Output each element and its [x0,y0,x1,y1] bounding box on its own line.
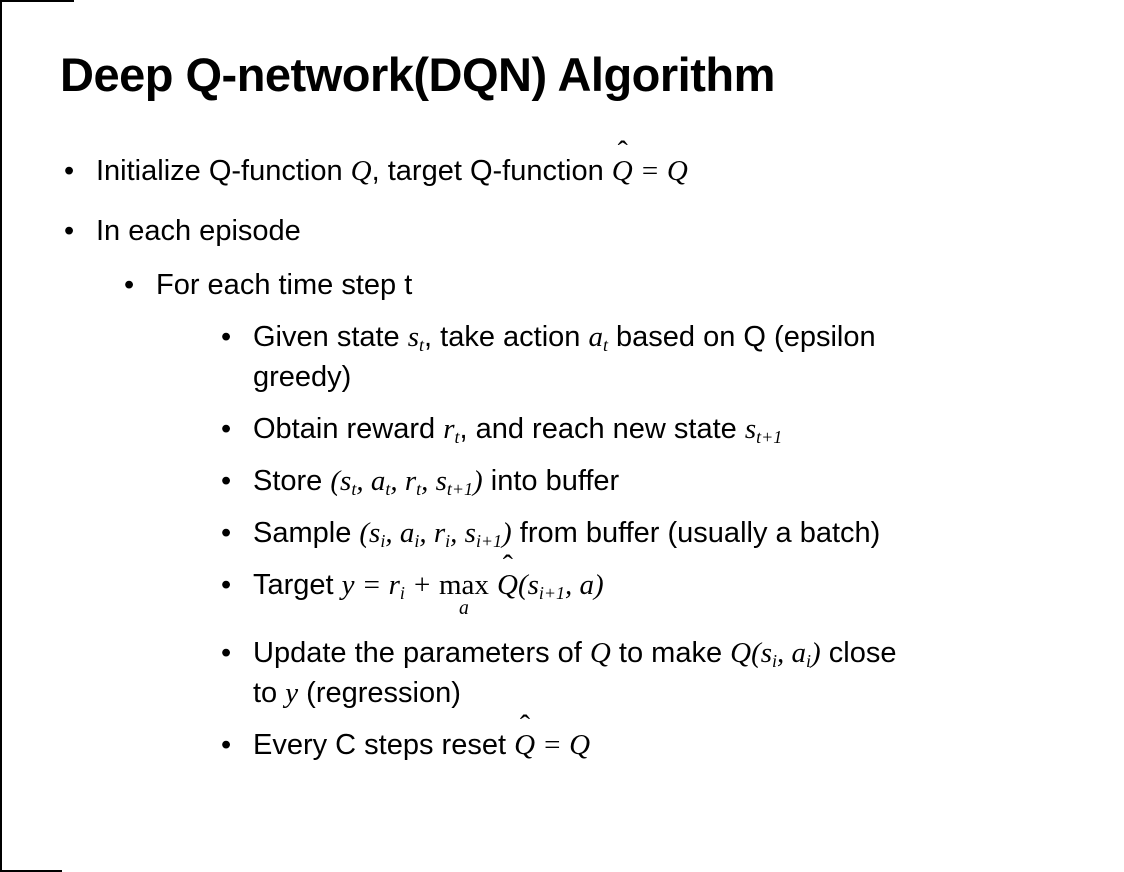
math-run: = Q [632,155,688,188]
bullet-icon: • [124,269,135,302]
text-run: to [253,677,286,710]
text-run: , and reach new state [459,413,745,446]
math-run: st+1 [744,413,783,448]
slide-title: Deep Q-network(DQN) Algorithm [60,48,775,101]
bullet-icon: • [221,465,232,498]
bullet-text: Obtain reward rt, and reach new state st… [253,409,1124,449]
bullet-item: • Update the parameters of Q to make Q(si… [0,633,1124,713]
text-run: Initialize Q-function [96,155,351,188]
math-run: rt [443,413,460,448]
bullet-item: • Initialize Q-function Q, target Q-funct… [0,135,1124,191]
hat-accent: ˆ [519,709,531,744]
math-run: Q [350,155,372,188]
bullet-item: • Obtain reward rt, and reach new state s… [0,409,1124,449]
math-run: Q [589,637,611,670]
math-run: y [285,677,299,710]
hat-accent: ˆ [617,135,628,170]
text-run: Update the parameters of [253,637,590,670]
bullet-icon: • [221,413,232,446]
text-run: based on Q (epsilon [607,321,876,354]
text-run [489,569,497,601]
text-run: In each episode [96,215,301,248]
slide-frame-bottom [0,870,62,872]
bullet-icon: • [221,569,232,602]
bullet-item: • In each episode [0,211,1124,251]
text-run: Given state [253,321,408,354]
bullet-item: • Given state st, take action at based on… [0,317,1124,397]
bullet-text: For each time step t [156,265,1124,305]
text-run: close [820,637,897,670]
bullet-list: •Initialize Q-function Q, target Q-funct… [0,135,1124,765]
bullet-item: • Sample (si, ai, ri, si+1) from buffer (… [0,513,1124,553]
math-run: = Q [535,729,591,762]
bullet-icon: • [64,155,75,188]
bullet-text: Store (st, at, rt, st+1) into buffer [253,461,1124,501]
bullet-item: • Store (st, at, rt, st+1) into buffer [0,461,1124,501]
bullet-icon: • [221,517,232,550]
text-run: , take action [424,321,589,354]
slide-frame-left [0,0,2,872]
bullet-icon: • [64,215,75,248]
math-run: Q(si, ai) [730,637,821,672]
math-run: (si, ai, ri, si+1) [359,517,512,552]
bullet-text: Given state st, take action at based on … [253,317,1124,397]
text-run: (regression) [298,677,461,710]
hat-accent: ˆ [502,549,513,584]
math-run: at [588,321,608,356]
text-run: greedy) [253,361,352,394]
text-run: Obtain reward [253,413,444,446]
text-run: Target [253,569,342,602]
text-run: from buffer (usually a batch) [511,517,881,550]
bullet-text: Update the parameters of Q to make Q(si,… [253,633,1124,713]
text-run: Every C steps reset [253,729,515,762]
math-run: (st, at, rt, st+1) [330,465,483,500]
bullet-icon: • [221,729,232,762]
text-run: to make [610,637,731,670]
bullet-text: Initialize Q-function Q, target Q-functi… [96,135,1124,191]
max-operator-subscript: a [459,597,469,620]
bullet-icon: • [221,637,232,670]
bullet-item: • For each time step t [0,265,1124,305]
math-run: y = ri + [341,569,439,604]
bullet-icon: • [221,321,232,354]
math-run: st [407,321,425,356]
bullet-text: In each episode [96,211,1124,251]
text-run: For each time step t [156,269,413,302]
math-run: (si+1, a) [517,569,604,604]
text-run: into buffer [482,465,620,498]
text-run: , target Q-function [371,155,612,188]
slide-frame-top [0,0,74,2]
bullet-text: Sample (si, ai, ri, si+1) from buffer (u… [253,513,1124,553]
text-run: Sample [253,517,360,550]
text-run: Store [253,465,331,498]
